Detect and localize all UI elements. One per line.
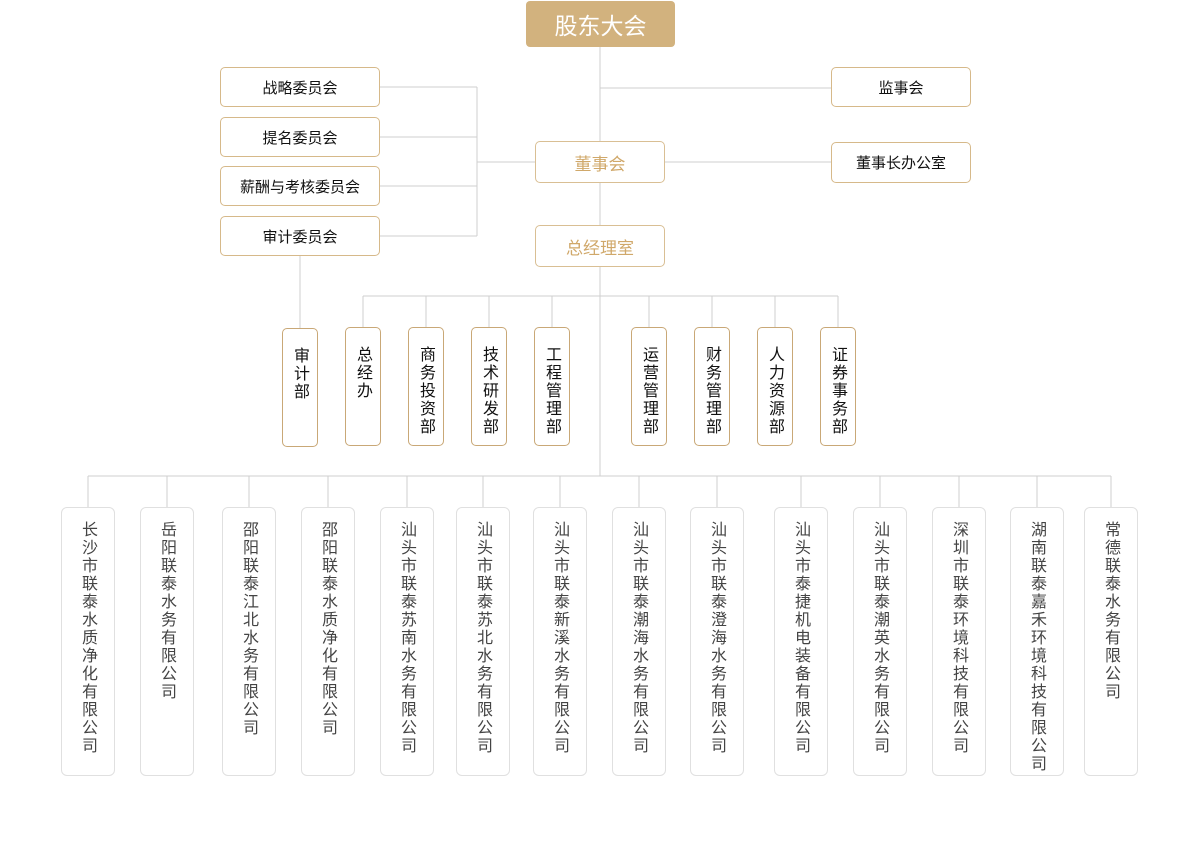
dept-audit: 审计部 [282,328,318,447]
dept-label: 工程管理部 [543,346,562,436]
committee-audit: 审计委员会 [220,216,380,256]
subsidiary-node: 汕头市联泰澄海水务有限公司 [690,507,744,776]
dept-label: 商务投资部 [417,346,436,436]
supervisory-board-node: 监事会 [831,67,971,107]
subsidiary-node: 深圳市联泰环境科技有限公司 [932,507,986,776]
dept-finance: 财务管理部 [694,327,730,446]
subsidiary-label: 邵阳联泰江北水务有限公司 [240,521,259,737]
subsidiary-label: 汕头市联泰新溪水务有限公司 [551,521,570,755]
committee-nomination: 提名委员会 [220,117,380,157]
subsidiary-label: 常德联泰水务有限公司 [1102,521,1121,701]
subsidiary-label: 深圳市联泰环境科技有限公司 [950,521,969,755]
dept-securities: 证券事务部 [820,327,856,446]
subsidiary-node: 汕头市联泰新溪水务有限公司 [533,507,587,776]
dept-hr: 人力资源部 [757,327,793,446]
subsidiary-node: 邵阳联泰水质净化有限公司 [301,507,355,776]
dept-label: 财务管理部 [703,346,722,436]
dept-tech-rd: 技术研发部 [471,327,507,446]
subsidiary-node: 湖南联泰嘉禾环境科技有限公司 [1010,507,1064,776]
subsidiary-node: 汕头市联泰苏北水务有限公司 [456,507,510,776]
subsidiary-label: 长沙市联泰水质净化有限公司 [79,521,98,755]
subsidiary-label: 湖南联泰嘉禾环境科技有限公司 [1028,521,1047,773]
dept-label: 总经办 [354,346,373,400]
shareholders-node: 股东大会 [526,1,675,47]
subsidiary-node: 汕头市联泰潮英水务有限公司 [853,507,907,776]
committee-compensation: 薪酬与考核委员会 [220,166,380,206]
subsidiary-node: 邵阳联泰江北水务有限公司 [222,507,276,776]
subsidiary-node: 岳阳联泰水务有限公司 [140,507,194,776]
subsidiary-node: 常德联泰水务有限公司 [1084,507,1138,776]
subsidiary-label: 汕头市联泰潮海水务有限公司 [630,521,649,755]
dept-label: 审计部 [291,347,310,401]
dept-label: 技术研发部 [480,346,499,436]
subsidiary-label: 汕头市联泰澄海水务有限公司 [708,521,727,755]
board-node: 董事会 [535,141,665,183]
subsidiary-node: 汕头市联泰苏南水务有限公司 [380,507,434,776]
dept-operations: 运营管理部 [631,327,667,446]
dept-label: 人力资源部 [766,346,785,436]
dept-business-investment: 商务投资部 [408,327,444,446]
subsidiary-label: 邵阳联泰水质净化有限公司 [319,521,338,737]
gm-office-node: 总经理室 [535,225,665,267]
committee-strategy: 战略委员会 [220,67,380,107]
subsidiary-node: 长沙市联泰水质净化有限公司 [61,507,115,776]
subsidiary-node: 汕头市联泰潮海水务有限公司 [612,507,666,776]
dept-label: 运营管理部 [640,346,659,436]
subsidiary-label: 汕头市联泰潮英水务有限公司 [871,521,890,755]
subsidiary-label: 岳阳联泰水务有限公司 [158,521,177,701]
chairman-office-node: 董事长办公室 [831,142,971,183]
dept-label: 证券事务部 [829,346,848,436]
subsidiary-label: 汕头市联泰苏北水务有限公司 [474,521,493,755]
subsidiary-label: 汕头市联泰苏南水务有限公司 [398,521,417,755]
dept-general-office: 总经办 [345,327,381,446]
subsidiary-label: 汕头市泰捷机电装备有限公司 [792,521,811,755]
subsidiary-node: 汕头市泰捷机电装备有限公司 [774,507,828,776]
dept-engineering: 工程管理部 [534,327,570,446]
